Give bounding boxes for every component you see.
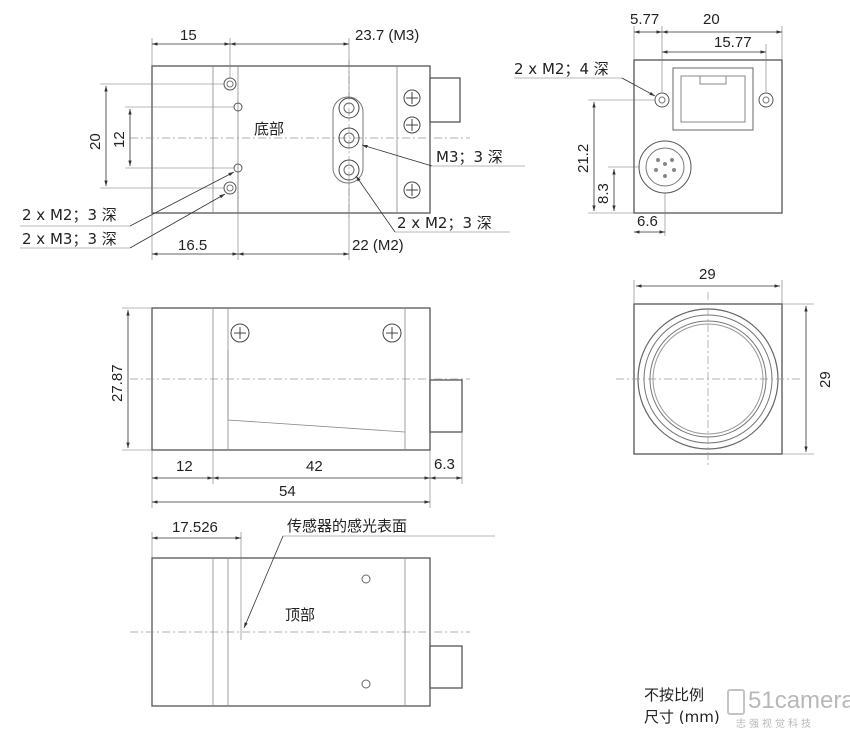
- bottom-view: 底部 15 23.7 (M3) 20 12 16.5 22 (M2) M3；3 …: [20, 27, 525, 260]
- screw-icon: [382, 323, 402, 343]
- watermark-brand: 51camera: [748, 687, 850, 714]
- top-label: 顶部: [285, 606, 315, 624]
- dim-20: 20: [87, 133, 104, 150]
- callout-m3-center: M3；3 深: [436, 148, 503, 166]
- callout-m2-center: 2 x M2；3 深: [397, 214, 492, 232]
- ethernet-port-icon: [672, 67, 754, 131]
- dim-27-87: 27.87: [109, 364, 126, 402]
- front-view: 29 29: [616, 266, 834, 468]
- callout-m2-rear: 2 x M2；4 深: [514, 60, 609, 78]
- dim-54: 54: [279, 483, 296, 500]
- bottom-view-body: [151, 65, 431, 214]
- top-view: 17.526 传感器的感光表面 顶部: [130, 517, 495, 707]
- note-units: 尺寸 (mm): [644, 708, 720, 726]
- dim-6-3: 6.3: [434, 456, 455, 473]
- dim-8-3: 8.3: [595, 183, 612, 204]
- screw-icon: [403, 116, 421, 134]
- hole-icon: [361, 574, 371, 584]
- dim-12-side: 12: [176, 458, 193, 475]
- dim-15-77: 15.77: [714, 34, 752, 51]
- dim-29-height: 29: [817, 371, 834, 388]
- hole-icon: [361, 679, 371, 689]
- rear-view: 5.77 20 15.77 21.2 8.3 6.6 2 x M2；4 深: [514, 11, 783, 236]
- dim-20-rear: 20: [703, 11, 720, 28]
- dim-29-width: 29: [699, 266, 716, 283]
- note-not-to-scale: 不按比例: [644, 686, 704, 704]
- callout-m2-side: 2 x M2；3 深: [22, 206, 117, 224]
- watermark-sub: 志强视觉科技: [736, 717, 814, 730]
- dim-17-526: 17.526: [172, 519, 218, 536]
- callout-m3-side: 2 x M3；3 深: [22, 230, 117, 248]
- screw-icon: [403, 181, 421, 199]
- dim-16-5: 16.5: [178, 237, 207, 254]
- dim-22: 22 (M2): [352, 237, 404, 254]
- dim-5-77: 5.77: [630, 11, 659, 28]
- m2-hole-icon: [758, 92, 774, 108]
- dim-21-2: 21.2: [575, 144, 592, 173]
- dim-42: 42: [306, 458, 323, 475]
- center-hole-icon: [338, 127, 360, 149]
- dim-6-6: 6.6: [637, 213, 658, 230]
- screw-icon: [230, 323, 250, 343]
- dim-12: 12: [111, 131, 128, 148]
- callout-sensor: 传感器的感光表面: [287, 517, 407, 535]
- camera-logo-icon: [727, 689, 745, 715]
- rear-view-body: [633, 59, 783, 214]
- side-view: 27.87 12 42 6.3 54: [109, 307, 470, 508]
- screw-icon: [403, 89, 421, 107]
- dim-23-7: 23.7 (M3): [355, 27, 419, 44]
- dim-15: 15: [180, 27, 197, 44]
- bottom-label: 底部: [254, 120, 284, 138]
- watermark: 51camera 志强视觉科技: [727, 687, 850, 730]
